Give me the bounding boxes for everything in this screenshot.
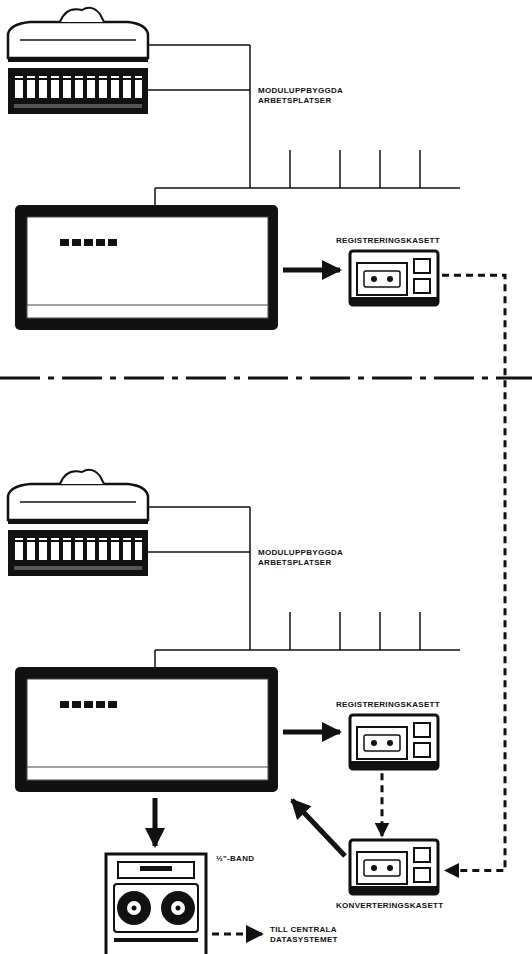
caption-label: MODULUPPBYGGDA ARBETSPLATSER — [258, 86, 358, 106]
cassette-node: REGISTRERINGSKASETT — [336, 236, 440, 307]
caption-label: TILL CENTRALA DATASYSTEMET — [270, 925, 380, 945]
cassette-unit — [348, 713, 440, 771]
bottom-workstation — [8, 470, 460, 792]
transfer-connector — [381, 773, 384, 836]
console-arrow — [283, 268, 340, 273]
cassette-node: REGISTRERINGSKASETT — [336, 700, 440, 771]
transfer-connector — [442, 275, 505, 870]
tape-node: ½"-BAND — [104, 852, 254, 954]
unit-label: REGISTRERINGSKASETT — [336, 236, 440, 245]
unit-label: ½"-BAND — [216, 854, 254, 863]
console-arrow — [283, 730, 340, 735]
separator-line — [0, 377, 532, 380]
unit-label: REGISTRERINGSKASETT — [336, 700, 440, 709]
top-workstation — [8, 8, 460, 330]
convert-arrow — [292, 800, 345, 856]
cassette-node: KONVERTERINGSKASETT — [336, 838, 444, 910]
caption-label: MODULUPPBYGGDA ARBETSPLATSER — [258, 548, 358, 568]
cassette-unit — [348, 838, 440, 896]
unit-label: KONVERTERINGSKASETT — [336, 901, 444, 910]
cassette-unit — [348, 249, 440, 307]
tape-arrow — [153, 798, 158, 846]
central-arrow — [212, 933, 262, 936]
tape-unit — [104, 852, 208, 954]
